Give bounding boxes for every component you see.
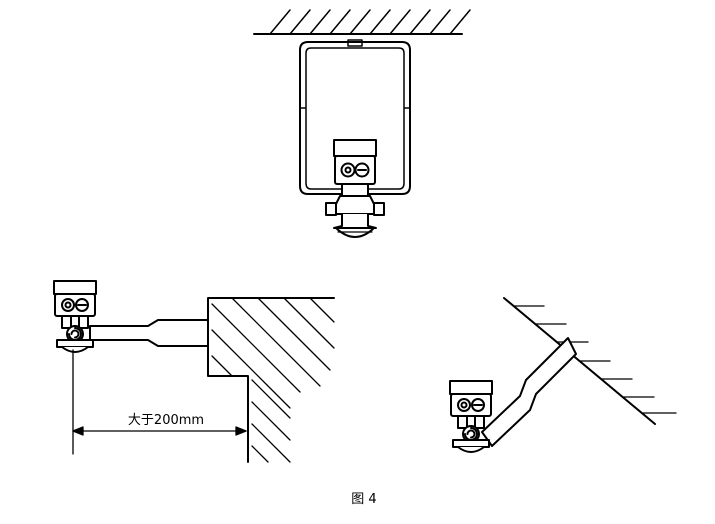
ceiling-hatch (253, 9, 471, 35)
u-bracket (299, 39, 411, 195)
side-mount-group: 大于200mm (53, 280, 335, 463)
inclined-mount-group (449, 297, 677, 453)
ceiling-transmitter-head (333, 139, 377, 185)
inclined-transmitter (449, 380, 493, 453)
side-mount-arm (89, 319, 209, 347)
figure-caption: 图 4 (351, 492, 376, 507)
dimension-label: 大于200mm (128, 413, 204, 428)
ceiling-mount-flange (325, 183, 385, 238)
inclined-mount-arm (481, 337, 577, 447)
side-transmitter (53, 280, 97, 353)
step-wall (207, 297, 335, 463)
dimension-line (72, 349, 247, 455)
ceiling-mount-group (253, 9, 471, 238)
